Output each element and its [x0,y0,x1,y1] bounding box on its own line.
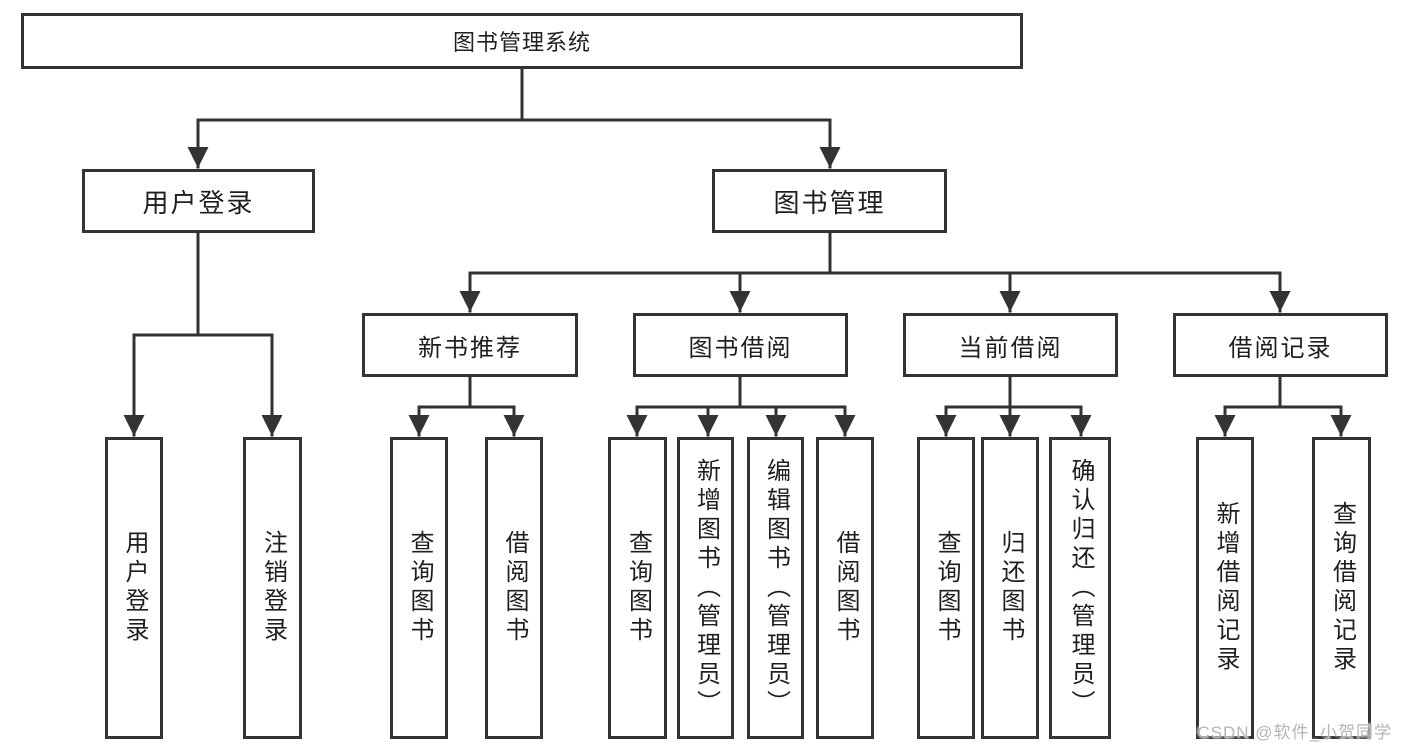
leaf-label: 新增图书（管理员） [692,457,720,719]
leaf-label: 借阅图书 [832,530,859,646]
node-label: 用户登录 [142,187,255,218]
leaf-label: 注销登录 [259,530,287,646]
node-label: 图书借阅 [688,334,793,362]
leaf-edit-books-admin: 编辑图书（管理员） [747,437,804,739]
leaf-user-login: 用户登录 [105,437,163,739]
leaf-query-books-borrowing: 查询图书 [608,437,667,739]
leaf-label: 编辑图书（管理员） [762,457,790,719]
node-user-login: 用户登录 [82,169,315,233]
node-library-management-system: 图书管理系统 [21,13,1023,69]
leaf-borrow-books-recommend: 借阅图书 [485,437,543,739]
watermark-text: CSDN @软件_小贺同学 [1197,723,1392,742]
node-current-borrowing: 当前借阅 [903,313,1118,377]
leaf-label: 查询借阅记录 [1328,501,1356,675]
leaf-label: 归还图书 [997,530,1024,646]
leaf-label: 借阅图书 [501,530,528,646]
leaf-confirm-return-admin: 确认归还（管理员） [1049,437,1111,739]
leaf-return-books: 归还图书 [981,437,1039,739]
leaf-add-borrow-record: 新增借阅记录 [1196,437,1254,739]
leaf-query-borrow-record: 查询借阅记录 [1312,437,1371,739]
node-book-management: 图书管理 [712,169,947,233]
node-label: 当前借阅 [958,334,1063,362]
leaf-query-books-recommend: 查询图书 [390,437,448,739]
node-label: 图书管理系统 [452,30,591,55]
leaf-label: 用户登录 [121,530,148,646]
leaf-label: 查询图书 [624,530,652,646]
leaf-label: 查询图书 [933,530,960,646]
node-new-book-recommend: 新书推荐 [362,313,578,377]
node-borrow-records: 借阅记录 [1173,313,1388,377]
leaf-label: 查询图书 [406,530,433,646]
leaf-query-books-current: 查询图书 [917,437,975,739]
node-label: 新书推荐 [418,334,522,362]
leaf-borrow-books-borrowing: 借阅图书 [816,437,874,739]
node-book-borrowing: 图书借阅 [633,313,848,377]
node-label: 图书管理 [773,187,886,218]
node-label: 借阅记录 [1228,334,1333,362]
leaf-label: 新增借阅记录 [1212,501,1239,675]
leaf-label: 确认归还（管理员） [1067,457,1094,719]
leaf-add-books-admin: 新增图书（管理员） [677,437,734,739]
leaf-logout-login: 注销登录 [243,437,302,739]
